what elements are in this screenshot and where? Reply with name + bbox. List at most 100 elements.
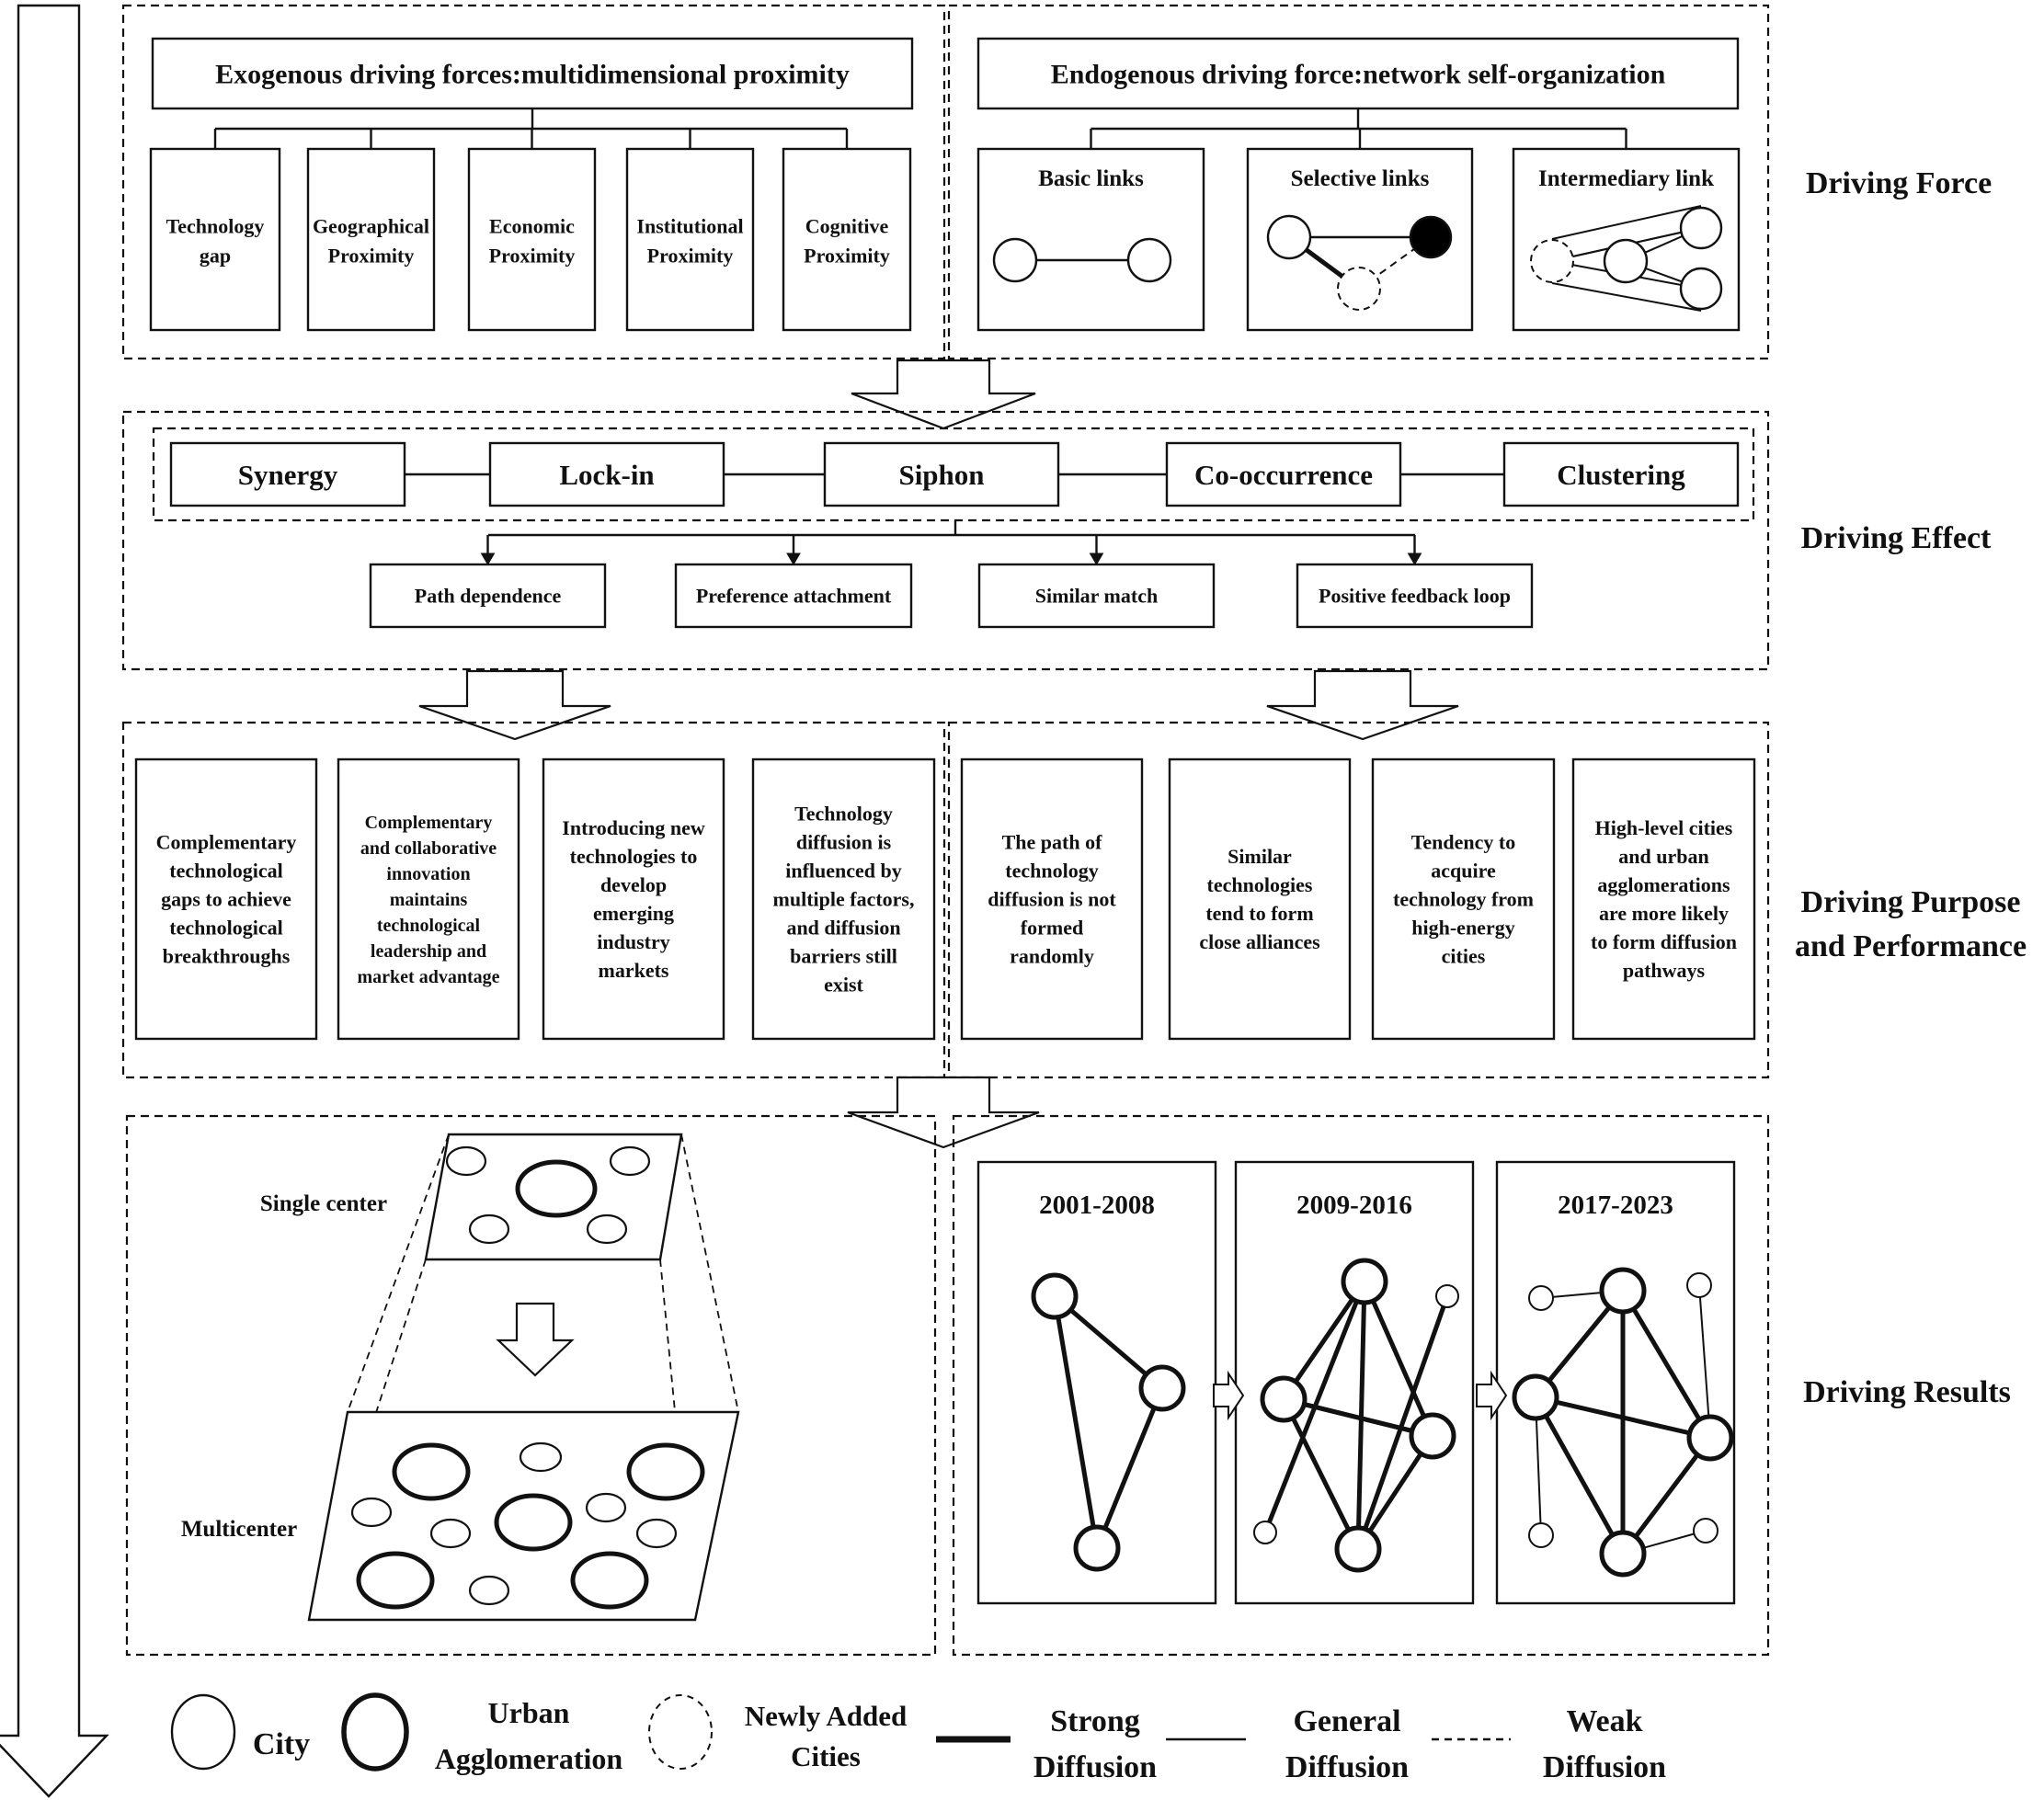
stage-label-driving-force: Driving Force [1806, 166, 1992, 200]
period-box [976, 1160, 1217, 1605]
strong-diffusion-edge [1362, 1280, 1435, 1438]
city-node-icon [1603, 238, 1649, 284]
stage-label-driving-results: Driving Results [1803, 1375, 2011, 1409]
endogenous-item-box [1246, 147, 1474, 332]
diagram-structure [0, 4, 1770, 1798]
exogenous-item-box [467, 147, 597, 332]
urban-agglomeration-node-icon [1073, 1524, 1121, 1572]
strong-diffusion-edge [1262, 1281, 1367, 1533]
effect-label: Synergy [238, 459, 338, 491]
mech-arrowhead [1407, 553, 1422, 565]
city-node-icon [1253, 1521, 1277, 1544]
strong-diffusion-edge [1355, 1281, 1367, 1550]
projection-line [680, 1134, 739, 1413]
city-node-icon [1528, 1285, 1554, 1311]
effect-label: Lock-in [559, 459, 654, 491]
exogenous-title: Exogenous driving forces:multidimensiona… [215, 60, 850, 90]
endogenous-item-label: Selective links [1291, 166, 1430, 191]
strong-diffusion-edge [1621, 1436, 1712, 1555]
city-node-icon [992, 237, 1038, 283]
mech-arrowhead [786, 553, 801, 565]
effect-box [488, 441, 725, 507]
city-node-icon [1686, 1272, 1712, 1298]
urban-agglomeration-node-icon [1686, 1414, 1734, 1462]
strong-diffusion-edge [1533, 1396, 1626, 1555]
city-node-icon [350, 1497, 393, 1528]
mechanism-label: Path dependence [415, 585, 562, 608]
endogenous-item-label: Basic links [1038, 166, 1144, 191]
effect-label: Co-occurrence [1194, 459, 1373, 491]
urban-agglomeration-node-icon [1341, 1258, 1388, 1305]
diagram-text: Exogenous driving forces:multidimensiona… [156, 60, 2027, 1784]
urban-agglomeration-node-icon [1599, 1267, 1647, 1315]
multicenter-label: Multicenter [181, 1517, 297, 1542]
exogenous-panel [121, 4, 946, 360]
mechanism-box [369, 563, 607, 629]
flow-arrow-purpose-to-results [847, 1076, 1040, 1149]
projection-line [347, 1134, 450, 1413]
urban-agglomeration-icon [356, 1551, 435, 1610]
driving-effect-panel [121, 410, 1770, 671]
purpose-box [1571, 758, 1756, 1041]
effect-label: Clustering [1557, 459, 1685, 491]
effect-box [169, 441, 406, 507]
period-box [1234, 1160, 1475, 1605]
mechanism-label: Similar match [1035, 585, 1158, 608]
urban-agglomeration-node-icon [1409, 1412, 1456, 1460]
endogenous-item-box [976, 147, 1205, 332]
mech-arrowhead [480, 553, 496, 565]
city-node-icon [468, 1213, 510, 1245]
single-to-multi-arrow [496, 1302, 575, 1377]
urban-agglomeration-node-icon [1260, 1375, 1307, 1423]
strong-diffusion-edge [1053, 1294, 1164, 1390]
purpose-box [1168, 758, 1352, 1041]
legend-urban-agglomeration-icon [341, 1692, 409, 1772]
effect-box [1502, 441, 1740, 507]
flow-arrow-effect-to-purpose-right [1266, 669, 1459, 741]
endogenous-item-box [1512, 147, 1741, 332]
urban-agglomeration-node-icon [1512, 1373, 1559, 1421]
general-diffusion-edge [1698, 1284, 1711, 1439]
city-node-icon [1679, 267, 1723, 311]
endogenous-panel [947, 4, 1770, 360]
city-node-icon [1126, 237, 1172, 283]
city-node-icon [585, 1492, 627, 1523]
period-label: 2001-2008 [1039, 1191, 1155, 1220]
period-arrow [1213, 1370, 1245, 1421]
city-node-icon [429, 1518, 472, 1549]
purpose-panel-left [121, 721, 946, 1079]
period-label: 2017-2023 [1558, 1191, 1673, 1220]
flow-arrow-force-to-effect [851, 359, 1036, 430]
exogenous-item-box [149, 147, 281, 332]
period-label: 2009-2016 [1296, 1191, 1412, 1220]
legend-city-icon [170, 1693, 236, 1771]
purpose-box [134, 758, 318, 1041]
results-panel-right [952, 1114, 1770, 1657]
newly-added-city-icon [1530, 239, 1574, 283]
strong-diffusion-edge [1052, 1295, 1100, 1549]
purpose-box [960, 758, 1144, 1041]
city-node-icon [445, 1145, 487, 1177]
strong-diffusion-edge [1281, 1280, 1367, 1401]
results-panel-left [125, 1114, 937, 1657]
strong-diffusion-edge [1281, 1397, 1361, 1551]
urban-agglomeration-node-icon [1599, 1530, 1647, 1578]
legend-newly-added-icon [648, 1694, 713, 1770]
exogenous-item-box [306, 147, 436, 332]
